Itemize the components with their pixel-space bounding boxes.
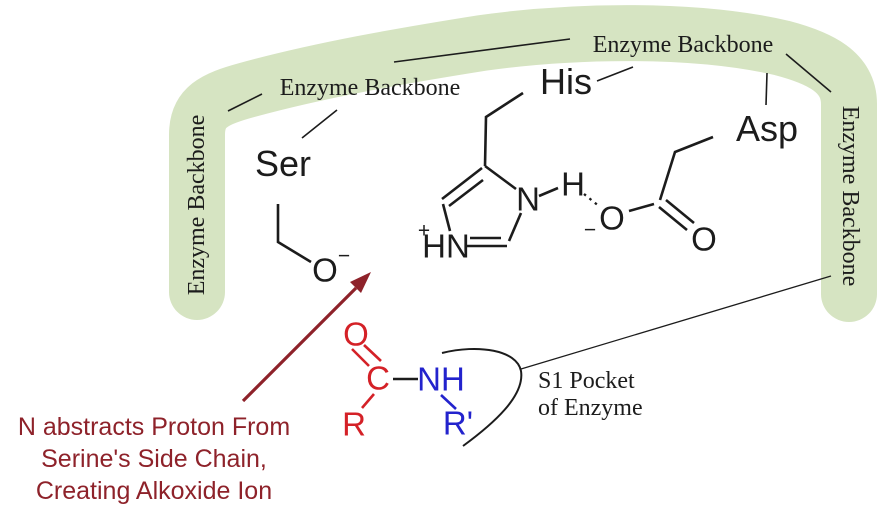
leader-label1-to-label2 — [393, 38, 571, 63]
arrow-shaft — [241, 286, 358, 403]
s1-pocket-label-line1: S1 Pocket — [538, 368, 635, 394]
substrate-c-o-double-2 — [363, 344, 382, 362]
leader-lines — [227, 38, 832, 370]
his-n1-atom: N — [516, 180, 540, 218]
asp-o-double-atom: O — [691, 220, 717, 258]
proton-abstraction-arrow — [241, 272, 371, 403]
arrow-head — [350, 272, 371, 293]
asp-c-o-double-1 — [658, 205, 688, 232]
substrate-c-atom: C — [366, 359, 390, 397]
asp-bonds — [628, 135, 714, 232]
substrate-bonds — [351, 344, 457, 410]
substrate-c-r-bond — [361, 393, 375, 409]
his-plus-charge: + — [417, 219, 431, 243]
leader-ser-to-backbone — [301, 109, 338, 139]
leader-backbone-to-asp — [765, 72, 768, 106]
leader-his-to-backbone — [596, 66, 634, 82]
asp-o-single-atom: O — [599, 199, 625, 237]
asp-o-c-bond — [628, 202, 655, 213]
asp-label: Asp — [735, 108, 799, 149]
asp-minus-charge: − — [583, 218, 597, 242]
backbone-label-left: Enzyme Backbone — [184, 114, 210, 296]
caption-line2: Serine's Side Chain, — [41, 445, 267, 473]
ser-label: Ser — [254, 143, 312, 184]
asp-c-o-double-2 — [665, 198, 695, 225]
backbone-label-right: Enzyme Backbone — [837, 105, 863, 287]
his-hn-atom: HN — [422, 227, 470, 265]
ring-c4-c5-double-inner — [448, 178, 484, 208]
substrate-nh-rprime-bond — [440, 394, 457, 410]
ring-c5-n1-bond — [484, 164, 517, 191]
ser-minus-charge: − — [337, 244, 351, 268]
n1-h-bond — [538, 186, 559, 198]
caption-line3: Creating Alkoxide Ion — [35, 477, 273, 505]
backbone-highlight-band — [169, 5, 877, 322]
ring-n1-c2-bond — [507, 212, 523, 242]
backbone-label-top-left: Enzyme Backbone — [279, 75, 461, 101]
his-h-atom: H — [561, 165, 585, 203]
s1-pocket-label: S1 Pocket of Enzyme — [538, 368, 643, 422]
hydrogen-bond-dashed — [583, 193, 601, 208]
asp-ch2-bond — [658, 135, 714, 201]
s1-pocket-label-line2: of Enzyme — [538, 395, 643, 421]
ring-n3-c4-bond — [441, 203, 452, 232]
substrate-o-atom: O — [343, 315, 369, 353]
his-label: His — [540, 61, 592, 102]
substrate-c-o-double-1 — [351, 348, 370, 367]
ser-side-chain-bonds — [276, 204, 312, 264]
s1-pocket-arc — [441, 347, 523, 447]
mechanism-caption: N abstracts Proton From Serine's Side Ch… — [4, 411, 304, 507]
leader-label2-to-right-band — [785, 53, 832, 93]
backbone-label-top-right: Enzyme Backbone — [592, 32, 774, 58]
substrate-rprime-group: R' — [442, 404, 474, 442]
his-ch2-bond — [483, 91, 524, 167]
ring-c4-c5-double-outer — [441, 166, 483, 201]
caption-line1: N abstracts Proton From — [17, 413, 291, 441]
leader-left-band-to-label — [227, 93, 263, 112]
substrate-r-group: R — [342, 405, 366, 443]
pocket-pointer-line — [520, 275, 832, 370]
ser-oxygen-atom: O — [312, 251, 338, 289]
his-imidazole-bonds — [441, 91, 559, 248]
substrate-nh-group: NH — [417, 360, 465, 398]
